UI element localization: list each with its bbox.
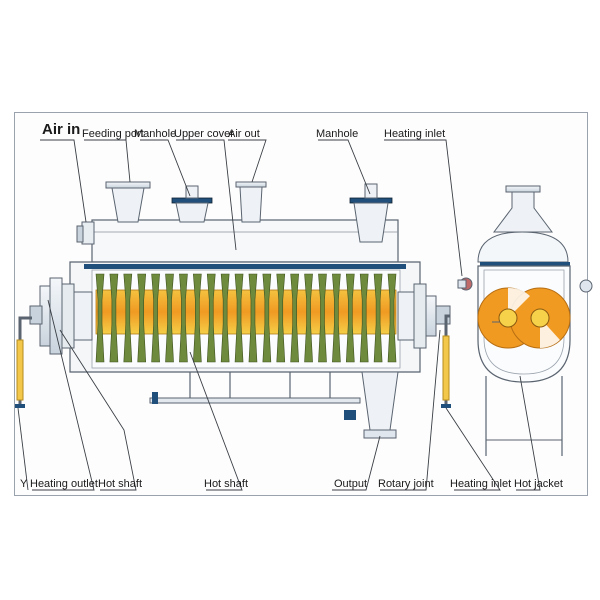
- paddle-blade: [137, 273, 147, 363]
- support-frame: [149, 372, 361, 420]
- paddle-blade: [359, 273, 369, 363]
- label-manhole-right: Manhole: [316, 128, 359, 140]
- paddle-blade: [193, 273, 202, 363]
- label-manhole-left: Manhole: [134, 128, 177, 140]
- paddle-blade: [234, 273, 244, 363]
- paddle-blade: [290, 273, 299, 363]
- paddle-blade: [248, 273, 258, 363]
- hot-shaft-paddles: [95, 273, 397, 363]
- label-air-in: Air in: [42, 121, 81, 138]
- label-y-mark: Y: [20, 478, 28, 490]
- paddle-blade: [387, 273, 397, 363]
- cross-section-view: [457, 185, 593, 456]
- label-heating-inlet-bottom: Heating inlet: [450, 478, 512, 490]
- paddle-blade: [345, 273, 355, 363]
- paddle-blade: [304, 273, 313, 363]
- heating-outlet-pipe: [15, 316, 32, 408]
- manhole-left: [171, 185, 213, 223]
- left-end-assembly: [29, 277, 93, 355]
- paddle-blade: [206, 273, 216, 363]
- label-hot-shaft-center: Hot shaft: [204, 478, 249, 490]
- right-end-assembly: [397, 283, 451, 349]
- leader-lines: [17, 139, 541, 491]
- paddle-blade: [179, 273, 188, 363]
- rotary-joint-pipe: [441, 314, 451, 408]
- label-hot-jacket: Hot jacket: [514, 478, 563, 490]
- upper-cover: [91, 219, 399, 263]
- manhole-right: [349, 183, 393, 243]
- paddle-blade: [262, 273, 272, 363]
- paddle-blade: [276, 273, 286, 363]
- label-air-out: Air out: [228, 128, 260, 140]
- paddle-blade: [123, 273, 133, 363]
- paddle-blade: [332, 273, 341, 363]
- label-feeding-port: Feeding port: [82, 128, 144, 140]
- paddle-blade: [373, 273, 383, 363]
- paddle-blade: [318, 273, 327, 363]
- label-hot-shaft-left: Hot shaft: [98, 478, 143, 490]
- paddle-blade: [220, 273, 230, 363]
- label-heating-inlet-top: Heating inlet: [384, 128, 446, 140]
- paddle-blade: [165, 273, 174, 363]
- label-heating-outlet: Heating outlet: [30, 478, 98, 490]
- air-inlet-pipe: [76, 221, 95, 245]
- paddle-blade: [95, 273, 105, 363]
- feeding-port: [105, 181, 151, 223]
- label-upper-cover: Upper cover: [174, 128, 234, 140]
- air-out-port: [235, 181, 267, 223]
- paddle-blade: [109, 273, 119, 363]
- label-rotary-joint: Rotary joint: [378, 478, 434, 490]
- label-output: Output: [334, 478, 368, 490]
- output-hopper: [361, 371, 399, 439]
- paddle-blade: [151, 273, 160, 363]
